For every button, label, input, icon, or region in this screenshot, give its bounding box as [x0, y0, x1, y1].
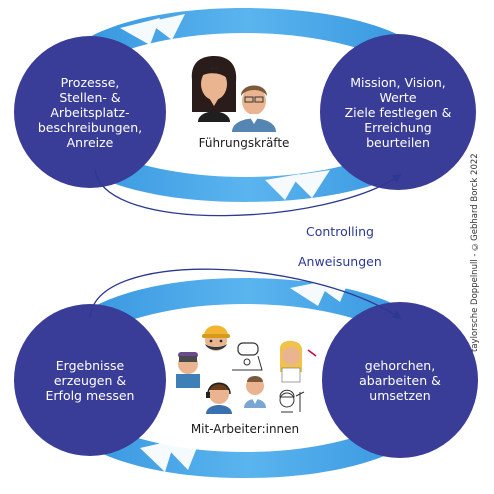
circle-line: beschreibungen, [37, 120, 143, 135]
circle-line: umsetzen [369, 388, 431, 403]
circle-line: abarbeiten & [359, 373, 441, 388]
leaders-label: Führungskräfte [198, 136, 290, 150]
worker-dentist-icon [232, 342, 263, 371]
leader-man-icon [232, 85, 276, 132]
bottom-right-circle [322, 302, 478, 458]
leader-woman-icon [191, 56, 237, 122]
circle-line: Stellen- & [59, 90, 121, 105]
worker-scientist-icon [280, 340, 317, 383]
copyright-note: taylorsche Doppelnull - ©Gebhard Borck 2… [470, 153, 480, 352]
circle-line: gehorchen, [364, 358, 436, 373]
anweisungen-arrow [89, 268, 402, 320]
anweisungen-label: Anweisungen [298, 254, 382, 269]
bottom-left-circle [14, 304, 166, 456]
circle-line: Erreichung [364, 120, 432, 135]
circle-line: Arbeitsplatz- [50, 105, 130, 120]
circle-line: Prozesse, [60, 75, 120, 90]
worker-welder-icon [176, 352, 200, 388]
circle-line: Mission, Vision, [350, 75, 446, 90]
circle-line: beurteilen [366, 135, 430, 150]
top-right-circle [320, 34, 476, 190]
worker-doctor-icon [244, 376, 266, 408]
bottom-left-circle-text: Ergebnisse erzeugen & Erfolg messen [20, 358, 160, 403]
top-left-circle-text: Prozesse, Stellen- & Arbeitsplatz- besch… [20, 75, 160, 150]
top-right-circle-text: Mission, Vision, Werte Ziele festlegen &… [326, 75, 470, 150]
controlling-arrow [94, 169, 402, 217]
circle-line: Erfolg messen [45, 388, 135, 403]
top-left-circle [14, 36, 166, 188]
bottom-ring-chevrons [140, 278, 350, 472]
bottom-right-circle-text: gehorchen, abarbeiten & umsetzen [330, 358, 470, 403]
circle-line: Ergebnisse [55, 358, 125, 373]
circle-line: Ziele festlegen & [344, 105, 452, 120]
workers-label: Mit-Arbeiter:innen [190, 422, 300, 436]
circle-line: erzeugen & [53, 373, 127, 388]
circle-line: Anreize [66, 135, 114, 150]
worker-builder-icon [279, 389, 305, 413]
worker-callcenter-icon [206, 382, 232, 414]
controlling-label: Controlling [306, 224, 374, 239]
worker-hardhat-icon [202, 325, 230, 351]
top-ring-chevrons [120, 14, 330, 200]
circle-line: Werte [379, 90, 417, 105]
